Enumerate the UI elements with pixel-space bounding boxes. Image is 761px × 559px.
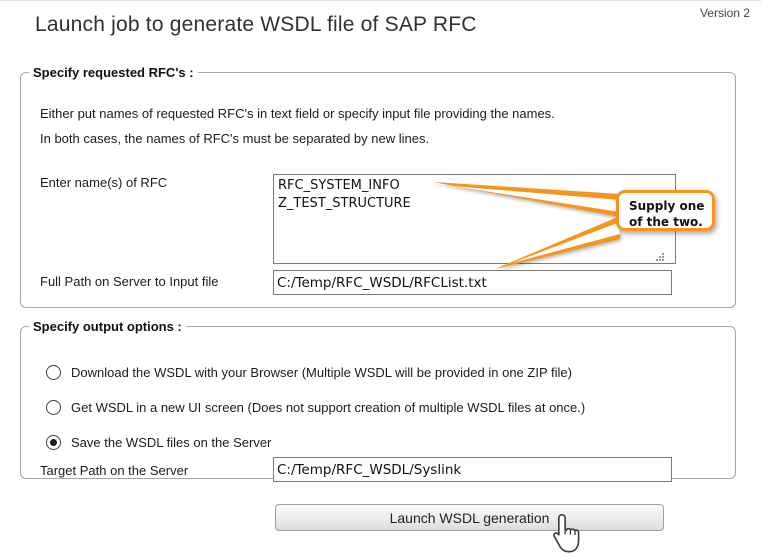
launch-wsdl-button[interactable]: Launch WSDL generation: [275, 504, 664, 531]
version-label: Version 2: [699, 6, 750, 20]
option-new-ui-screen[interactable]: Get WSDL in a new UI screen (Does not su…: [46, 400, 585, 415]
callout-line-1: Supply one: [629, 199, 705, 213]
radio-save-on-server[interactable]: [46, 435, 61, 450]
input-file-label: Full Path on Server to Input file: [40, 274, 219, 289]
radio-new-ui-screen[interactable]: [46, 400, 61, 415]
option-save-on-server[interactable]: Save the WSDL files on the Server: [46, 435, 271, 450]
textarea-resize-grip-icon[interactable]: [655, 249, 665, 261]
output-options-section: Specify output options : Download the WS…: [20, 319, 736, 482]
output-options-legend: Specify output options :: [33, 319, 182, 334]
radio-download-browser[interactable]: [46, 365, 61, 380]
input-file-field[interactable]: [273, 270, 672, 295]
page-title: Launch job to generate WSDL file of SAP …: [35, 13, 477, 36]
option-download-browser[interactable]: Download the WSDL with your Browser (Mul…: [46, 365, 572, 380]
supply-callout: Supply one of the two.: [616, 190, 715, 231]
requested-rfc-legend: Specify requested RFC's :: [33, 65, 194, 80]
radio-download-browser-label[interactable]: Download the WSDL with your Browser (Mul…: [71, 365, 572, 380]
target-path-field[interactable]: [273, 457, 672, 482]
requested-rfc-section: Specify requested RFC's : Either put nam…: [20, 65, 736, 308]
radio-new-ui-screen-label[interactable]: Get WSDL in a new UI screen (Does not su…: [71, 400, 586, 415]
rfc-names-label: Enter name(s) of RFC: [40, 175, 168, 190]
target-path-label: Target Path on the Server: [40, 463, 189, 478]
radio-save-on-server-label[interactable]: Save the WSDL files on the Server: [71, 435, 272, 450]
instructions-line-1: Either put names of requested RFC's in t…: [40, 106, 555, 121]
instructions-line-2: In both cases, the names of RFC's must b…: [40, 131, 430, 146]
callout-line-2: of the two.: [629, 215, 703, 229]
